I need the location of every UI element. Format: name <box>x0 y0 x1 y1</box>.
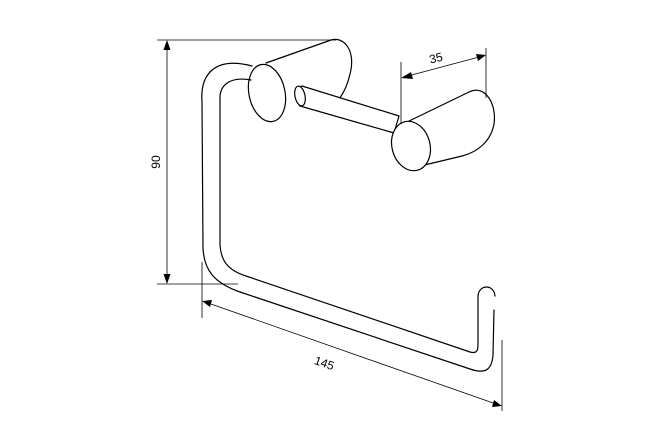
dimension-90-label: 90 <box>149 155 163 169</box>
dimension-35-label: 35 <box>428 50 445 67</box>
dimension-width: 145 <box>201 262 503 411</box>
u-rod <box>201 62 496 372</box>
front-cap <box>390 89 496 172</box>
dimension-145-label: 145 <box>313 353 337 373</box>
spindle-bar <box>294 85 400 134</box>
dimension-height: 90 <box>149 39 336 285</box>
dimension-depth: 35 <box>400 48 487 124</box>
